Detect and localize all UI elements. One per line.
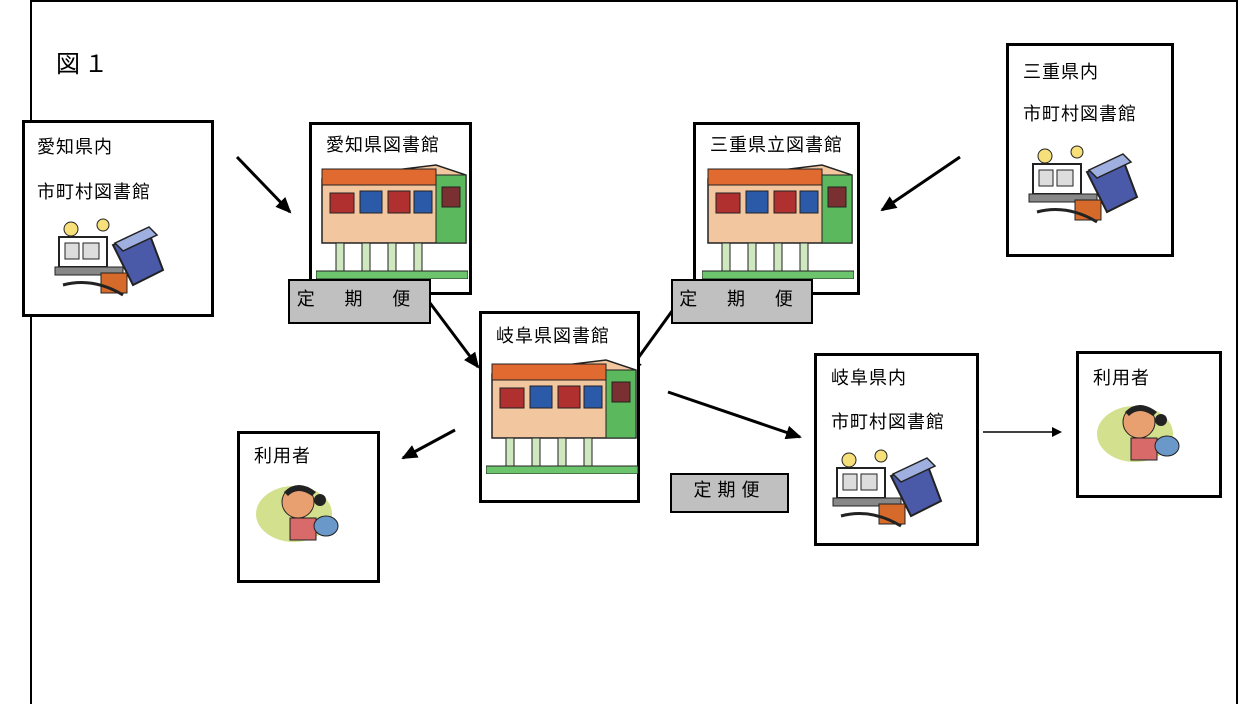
arrow-gifu-to-gifu-muni xyxy=(667,390,802,440)
node-line1: 三重県内 xyxy=(1023,62,1099,83)
bookmobile-icon xyxy=(54,218,165,297)
node-title: 利用者 xyxy=(254,446,311,467)
figure-label: 図１ xyxy=(56,50,112,78)
library-building-icon xyxy=(702,164,854,279)
gifu-municipal-library-node: 岐阜県内 市町村図書館 xyxy=(814,353,979,546)
node-title: 岐阜県図書館 xyxy=(496,326,610,347)
node-title: 三重県立図書館 xyxy=(710,135,843,156)
bookmobile-icon xyxy=(1028,145,1139,224)
reader-person-icon xyxy=(1097,405,1180,462)
node-line2: 市町村図書館 xyxy=(831,412,945,433)
aichi-prefectural-library-node: 愛知県図書館 xyxy=(309,122,472,295)
library-building-icon xyxy=(486,359,638,474)
arrow-gifu-to-user xyxy=(401,428,456,460)
arrow-mie-muni-to-pref xyxy=(880,155,961,212)
delivery-label-aichi: 定 期 便 xyxy=(288,279,431,324)
node-title: 愛知県図書館 xyxy=(326,135,440,156)
arrow-aichi-muni-to-pref xyxy=(235,155,292,214)
delivery-label-mie: 定 期 便 xyxy=(671,279,813,324)
node-line2: 市町村図書館 xyxy=(37,182,151,203)
arrow-aichi-to-gifu xyxy=(428,302,480,369)
bookmobile-icon xyxy=(832,449,943,528)
figure-frame xyxy=(30,0,1238,704)
node-line1: 愛知県内 xyxy=(37,137,113,158)
reader-person-icon xyxy=(256,485,339,542)
mie-municipal-library-node: 三重県内 市町村図書館 xyxy=(1006,43,1174,257)
node-line2: 市町村図書館 xyxy=(1023,104,1137,125)
delivery-label-gifu: 定期便 xyxy=(670,473,789,513)
gifu-prefectural-library-node: 岐阜県図書館 xyxy=(479,311,640,503)
mie-prefectural-library-node: 三重県立図書館 xyxy=(693,122,860,295)
aichi-municipal-library-node: 愛知県内 市町村図書館 xyxy=(22,120,214,317)
user-right-node: 利用者 xyxy=(1076,351,1222,498)
library-building-icon xyxy=(316,164,468,279)
node-line1: 岐阜県内 xyxy=(831,368,907,389)
node-title: 利用者 xyxy=(1093,368,1150,389)
user-left-node: 利用者 xyxy=(237,431,380,583)
